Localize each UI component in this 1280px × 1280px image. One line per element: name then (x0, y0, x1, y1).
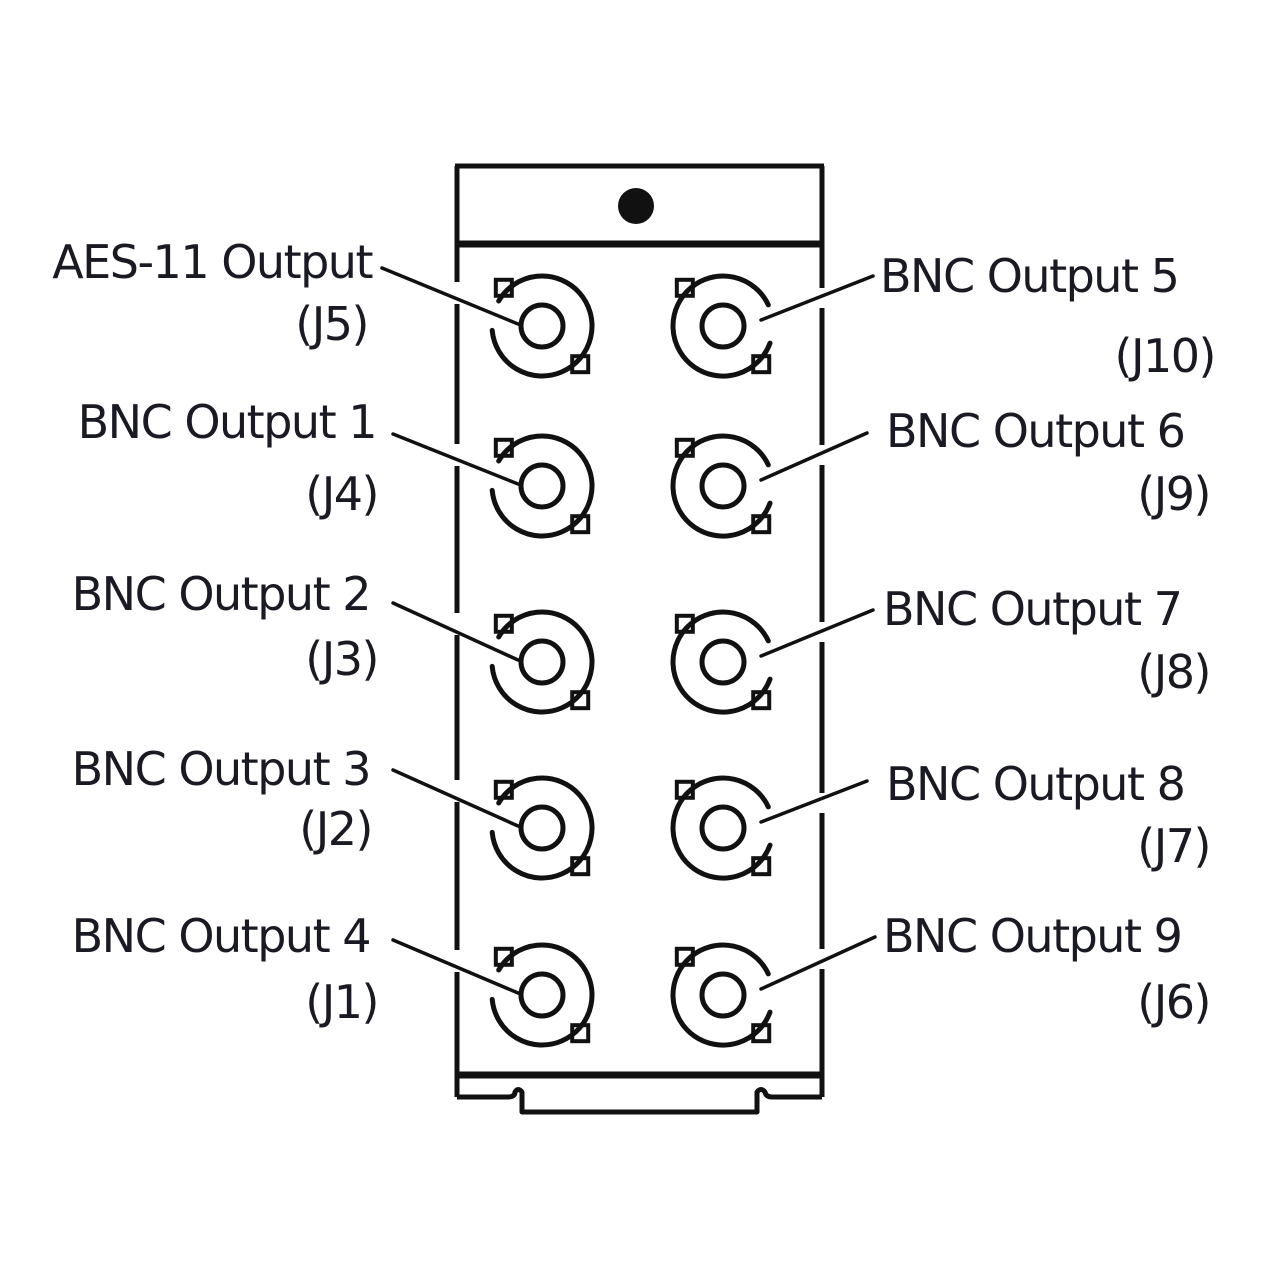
leader-line (759, 935, 877, 991)
connector-outer-ring (489, 273, 595, 379)
leader-line (759, 274, 875, 322)
leader-line (391, 768, 520, 828)
leader-line (759, 779, 869, 824)
connector-designator-label: (J1) (305, 975, 378, 1029)
connector-center-pin (699, 804, 747, 852)
bnc-connector-j7[interactable] (670, 775, 869, 881)
bnc-connector-j3[interactable] (391, 601, 595, 715)
connector-center-pin (699, 971, 747, 1019)
connector-name-label: BNC Output 8 (886, 757, 1184, 811)
connector-designator-label: (J4) (305, 467, 378, 521)
connectors-group (380, 266, 877, 1048)
connector-outer-ring (670, 775, 773, 881)
connector-name-label: AES-11 Output (52, 235, 372, 289)
connector-center-pin (518, 971, 566, 1019)
panel-bottom-tab (457, 1087, 822, 1115)
mounting-hole-icon (618, 188, 654, 224)
bnc-connector-j8[interactable] (670, 608, 875, 715)
leader-line (391, 938, 520, 995)
connector-designator-label: (J6) (1137, 975, 1210, 1029)
connector-center-pin (699, 302, 747, 350)
connector-outer-ring (670, 433, 773, 539)
connector-center-pin (699, 638, 747, 686)
connector-designator-label: (J3) (305, 632, 378, 686)
connector-center-pin (518, 302, 566, 350)
connector-designator-label: (J7) (1137, 819, 1210, 873)
connector-center-pin (699, 462, 747, 510)
leader-line (391, 601, 520, 662)
connector-outer-ring (670, 273, 773, 379)
connector-name-label: BNC Output 1 (78, 395, 376, 449)
labels-group: AES-11 Output (J5) BNC Output 1 (J4) BNC Out… (52, 235, 1216, 1029)
bnc-connector-j9[interactable] (670, 431, 869, 539)
connector-name-label: BNC Output 9 (883, 909, 1181, 963)
connector-name-label: BNC Output 6 (886, 404, 1184, 458)
connector-name-label: BNC Output 5 (880, 249, 1178, 303)
leader-line (759, 608, 875, 658)
leader-line (380, 266, 520, 326)
connector-name-label: BNC Output 4 (72, 909, 370, 963)
panel-outline (454, 163, 825, 1115)
bnc-connector-j10[interactable] (670, 273, 875, 379)
connector-designator-label: (J10) (1115, 329, 1216, 383)
connector-outer-ring (670, 942, 773, 1048)
connector-outer-ring (489, 775, 595, 881)
connector-center-pin (518, 804, 566, 852)
connector-name-label: BNC Output 7 (883, 582, 1181, 636)
connector-name-label: BNC Output 3 (72, 742, 370, 796)
connector-outer-ring (489, 609, 595, 715)
connector-name-label: BNC Output 2 (72, 567, 370, 621)
bnc-connector-j4[interactable] (391, 432, 595, 539)
connector-center-pin (518, 462, 566, 510)
connector-designator-label: (J2) (299, 802, 372, 856)
connector-designator-label: (J9) (1137, 467, 1210, 521)
connector-center-pin (518, 638, 566, 686)
bnc-connector-j6[interactable] (670, 935, 877, 1048)
connector-designator-label: (J5) (295, 297, 368, 351)
connector-outer-ring (670, 609, 773, 715)
connector-designator-label: (J8) (1137, 645, 1210, 699)
leader-line (759, 431, 869, 482)
bnc-connector-j1[interactable] (391, 938, 595, 1048)
bnc-connector-j2[interactable] (391, 768, 595, 881)
leader-line (391, 432, 520, 486)
connector-outer-ring (489, 433, 595, 539)
bnc-connector-j5[interactable] (380, 266, 595, 379)
connector-outer-ring (489, 942, 595, 1048)
